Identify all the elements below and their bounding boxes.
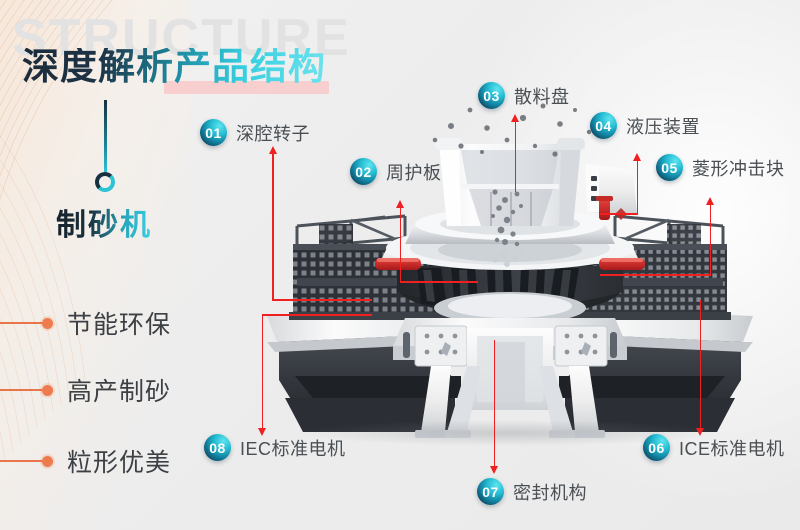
callout-badge-number: 08 bbox=[204, 434, 231, 461]
leader-arrow-06 bbox=[696, 428, 704, 436]
callout-05[interactable]: 05 菱形冲击块 bbox=[656, 154, 785, 181]
leader-arrow-04 bbox=[633, 153, 641, 161]
leader-line-04-v bbox=[636, 159, 639, 214]
callout-badge-number: 06 bbox=[643, 434, 670, 461]
title-connector-stem bbox=[104, 100, 107, 172]
callout-label: IEC标准电机 bbox=[240, 438, 346, 459]
callout-label: 液压装置 bbox=[626, 116, 700, 137]
feature-line bbox=[0, 460, 42, 462]
leader-arrow-03 bbox=[511, 114, 519, 122]
feature-item-1: 高产制砂 bbox=[0, 372, 171, 408]
machine-svg bbox=[267, 99, 753, 438]
page-title-block: 深度解析产品结构 bbox=[22, 46, 329, 94]
callout-badge-number: 05 bbox=[656, 154, 683, 181]
leader-line-05-h bbox=[600, 274, 711, 276]
leader-line-03-v bbox=[514, 120, 517, 192]
callout-06[interactable]: 06 ICE标准电机 bbox=[643, 434, 785, 461]
callout-label: 深腔转子 bbox=[236, 123, 310, 144]
feature-line bbox=[0, 389, 42, 391]
leader-arrow-01 bbox=[268, 146, 277, 154]
feature-bullet-dot bbox=[42, 455, 53, 467]
feature-line bbox=[0, 322, 42, 324]
leader-line-02-h bbox=[399, 281, 478, 283]
callout-02[interactable]: 02 周护板 bbox=[350, 158, 442, 185]
feature-label: 粒形优美 bbox=[67, 449, 172, 477]
callout-label: 密封机构 bbox=[513, 482, 587, 503]
callout-badge-number: 04 bbox=[590, 112, 617, 139]
feature-label: 节能环保 bbox=[67, 311, 172, 339]
feature-label: 高产制砂 bbox=[67, 378, 172, 406]
leader-line-06-v bbox=[699, 300, 702, 430]
callout-label: ICE标准电机 bbox=[679, 438, 785, 459]
feature-item-0: 节能环保 bbox=[0, 305, 171, 341]
feature-item-2: 粒形优美 bbox=[0, 443, 171, 479]
product-name: 制砂机 bbox=[56, 209, 152, 242]
callout-08[interactable]: 08 IEC标准电机 bbox=[204, 434, 346, 461]
callout-01[interactable]: 01 深腔转子 bbox=[200, 119, 310, 146]
leader-line-01-v bbox=[272, 152, 274, 300]
leader-line-05-v bbox=[709, 203, 712, 275]
callout-badge-number: 07 bbox=[477, 478, 504, 505]
callout-badge-number: 03 bbox=[478, 82, 505, 109]
callout-label: 散料盘 bbox=[514, 86, 570, 107]
leader-arrow-02 bbox=[396, 200, 404, 208]
callout-label: 周护板 bbox=[386, 162, 442, 183]
leader-line-07-v bbox=[493, 340, 496, 468]
callout-03[interactable]: 03 散料盘 bbox=[478, 82, 570, 109]
leader-arrow-08 bbox=[258, 428, 266, 436]
leader-line-02-v bbox=[399, 206, 402, 282]
leader-arrow-07 bbox=[490, 466, 498, 474]
connector-ring-icon bbox=[95, 172, 115, 192]
callout-badge-number: 01 bbox=[200, 119, 227, 146]
callout-badge-number: 02 bbox=[350, 158, 377, 185]
leader-line-08-v bbox=[261, 314, 264, 432]
leader-line-08-h bbox=[261, 314, 372, 316]
callout-07[interactable]: 07 密封机构 bbox=[477, 478, 587, 505]
page-title: 深度解析产品结构 bbox=[22, 46, 326, 87]
leader-arrow-05 bbox=[706, 197, 714, 205]
watermark-text: STRUCTURE bbox=[12, 9, 351, 67]
feature-bullet-dot bbox=[42, 317, 53, 329]
feature-bullet-dot bbox=[42, 384, 53, 396]
callout-label: 菱形冲击块 bbox=[692, 158, 785, 179]
leader-line-04-h bbox=[600, 213, 638, 215]
callout-04[interactable]: 04 液压装置 bbox=[590, 112, 700, 139]
title-underline-bar bbox=[164, 81, 329, 94]
sand-making-machine-illustration bbox=[255, 80, 765, 480]
leader-line-01-h bbox=[272, 299, 372, 301]
